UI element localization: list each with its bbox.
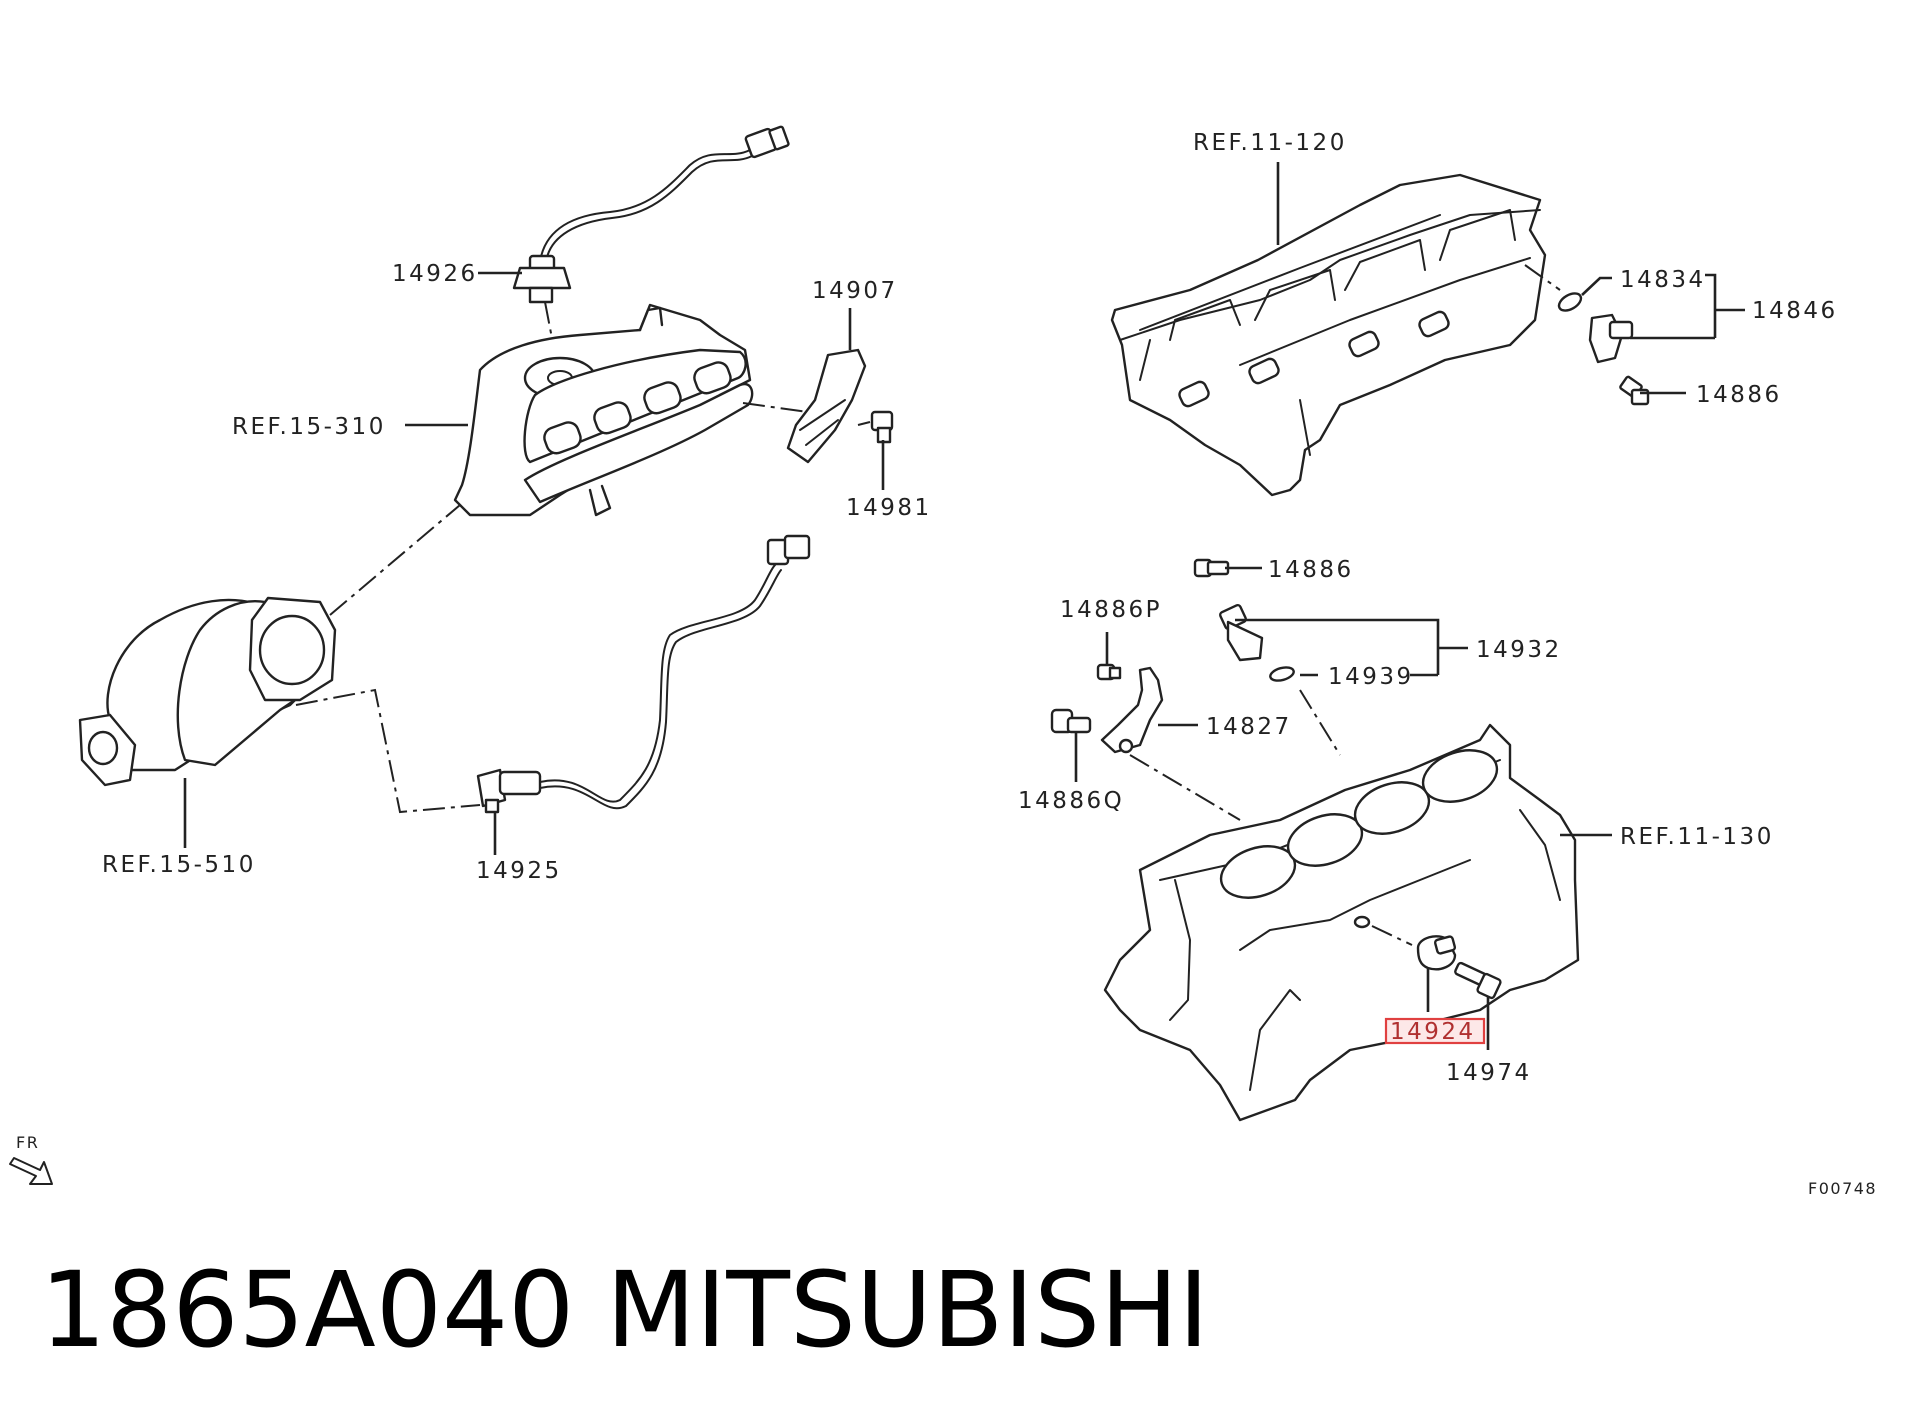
callout-ref-11-130: REF.11-130 — [1620, 824, 1774, 850]
callout-14926: 14926 — [392, 261, 478, 287]
brand-caption: MITSUBISHI — [606, 1249, 1209, 1371]
o-ring-14939[interactable] — [1269, 665, 1295, 683]
camshaft-position-sensor[interactable] — [1588, 313, 1634, 364]
callout-14974: 14974 — [1446, 1060, 1532, 1086]
cylinder-head — [1110, 173, 1547, 497]
bolt-14974[interactable] — [1454, 961, 1502, 1000]
bolt-14886-lower[interactable] — [1193, 558, 1230, 578]
callout-ref-15-310: REF.15-310 — [232, 414, 386, 440]
leader-lines — [183, 162, 1745, 1050]
callout-14925: 14925 — [476, 858, 562, 884]
callout-14886p: 14886P — [1060, 597, 1162, 623]
bolt-14886-upper[interactable] — [1619, 375, 1650, 406]
direction-label: FR — [16, 1133, 39, 1152]
sensor-bracket[interactable] — [1100, 666, 1164, 754]
bolt-14981[interactable] — [870, 410, 894, 444]
callout-14939: 14939 — [1328, 664, 1414, 690]
oxygen-sensor-lower[interactable] — [476, 534, 811, 814]
oxygen-sensor-upper[interactable] — [512, 125, 790, 304]
bolt-14886q[interactable] — [1050, 708, 1092, 734]
crankshaft-position-sensor[interactable] — [1219, 603, 1264, 662]
callout-14886-lower: 14886 — [1268, 557, 1354, 583]
callout-14846: 14846 — [1752, 298, 1838, 324]
o-ring-14834[interactable] — [1556, 290, 1584, 314]
callout-14886-upper: 14886 — [1696, 382, 1782, 408]
callout-14827: 14827 — [1206, 714, 1292, 740]
callout-ref-11-120: REF.11-120 — [1193, 130, 1347, 156]
catalytic-converter — [78, 596, 337, 787]
cylinder-block — [1103, 723, 1580, 1122]
bolt-14886p[interactable] — [1096, 663, 1122, 681]
heat-shield[interactable] — [786, 348, 867, 464]
front-arrow-icon — [9, 1157, 53, 1185]
callout-14981: 14981 — [846, 495, 932, 521]
callout-14924[interactable]: 14924 — [1390, 1019, 1476, 1045]
figure-code: F00748 — [1808, 1179, 1877, 1198]
highlight-box — [1384, 1017, 1486, 1045]
callout-14932: 14932 — [1476, 637, 1562, 663]
exhaust-manifold — [453, 303, 754, 517]
knock-sensor[interactable] — [1416, 935, 1457, 971]
part-number-caption: 1865A040 — [40, 1249, 575, 1371]
callout-14834: 14834 — [1620, 267, 1706, 293]
callout-14907: 14907 — [812, 278, 898, 304]
callout-ref-15-510: REF.15-510 — [102, 852, 256, 878]
callout-14886q: 14886Q — [1018, 788, 1124, 814]
